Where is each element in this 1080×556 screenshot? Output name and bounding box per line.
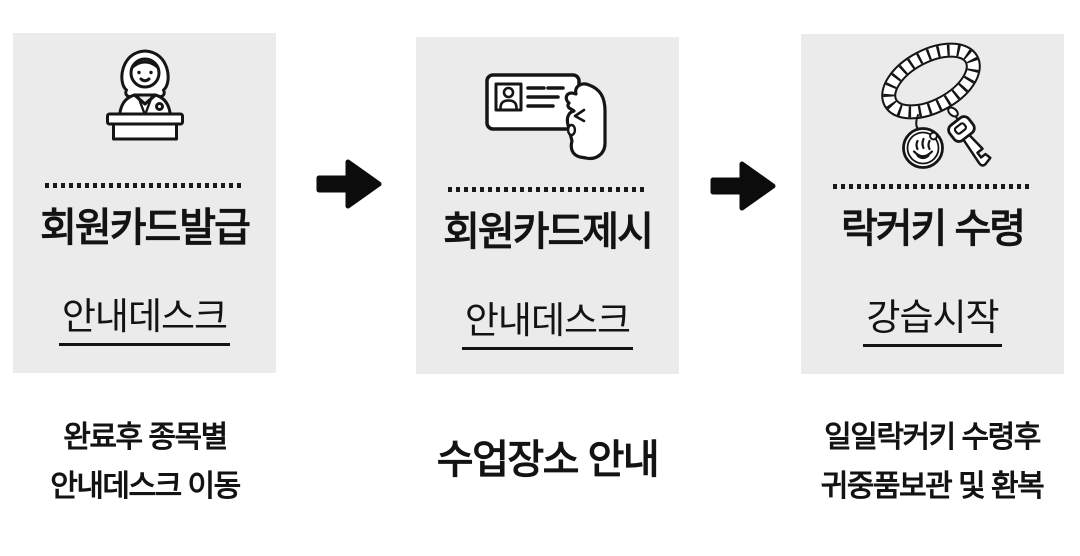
- step-location: 안내데스크: [416, 299, 679, 351]
- step-card-3: 락커키 수령 강습시작: [801, 34, 1064, 374]
- caption-line: 귀중품보관 및 환복: [820, 470, 1045, 503]
- step-caption-3: 일일락커키 수령후 귀중품보관 및 환복: [798, 413, 1066, 511]
- dotted-divider: [447, 187, 648, 192]
- dotted-divider: [832, 184, 1033, 189]
- caption-line: 완료후 종목별: [63, 421, 228, 454]
- id-card-hand-icon: [484, 73, 607, 161]
- right-arrow-icon: [710, 161, 776, 211]
- step-card-1: 회원카드발급 안내데스크: [13, 33, 276, 373]
- caption-line: 안내데스크 이동: [50, 470, 241, 503]
- step-card-2: 회원카드제시 안내데스크: [416, 37, 679, 374]
- step-location: 강습시작: [801, 296, 1064, 348]
- caption-line: 수업장소 안내: [436, 438, 660, 482]
- receptionist-desk-icon: [105, 49, 184, 141]
- step-location: 안내데스크: [13, 295, 276, 347]
- step-caption-1: 완료후 종목별 안내데스크 이동: [13, 413, 277, 511]
- dotted-divider: [44, 183, 245, 188]
- step-title: 락커키 수령: [840, 207, 1026, 251]
- step-caption-2: 수업장소 안내: [416, 437, 679, 483]
- hot-spring-icon: [912, 137, 933, 160]
- step-title: 회원카드발급: [40, 206, 251, 250]
- locker-key-wristband-icon: [880, 42, 992, 169]
- caption-line: 일일락커키 수령후: [824, 421, 1041, 454]
- step-title: 회원카드제시: [443, 210, 654, 254]
- right-arrow-icon: [316, 159, 382, 209]
